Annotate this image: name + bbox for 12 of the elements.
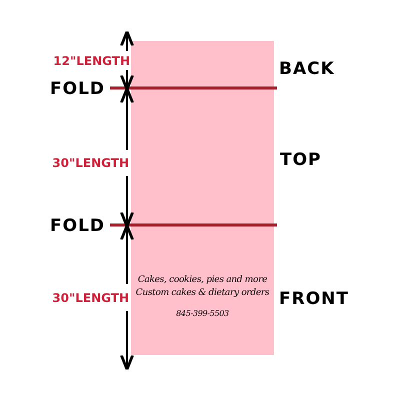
phone-number: 845-399-5503 [175, 308, 230, 320]
panel-label: BACK [279, 59, 335, 79]
dimension-label: 12"LENGTH [53, 54, 130, 68]
fold-label: FOLD [50, 216, 106, 236]
dimension-label: 30"LENGTH [52, 291, 129, 305]
dimension-label: 30"LENGTH [52, 156, 129, 170]
tagline-text: Cakes, cookies, pies and more [136, 274, 268, 287]
fold-label: FOLD [50, 79, 106, 99]
tagline-text: Custom cakes & dietary orders [134, 287, 270, 300]
box-panel [131, 41, 274, 355]
panel-label: TOP [280, 150, 322, 170]
panel-label: FRONT [279, 289, 349, 309]
